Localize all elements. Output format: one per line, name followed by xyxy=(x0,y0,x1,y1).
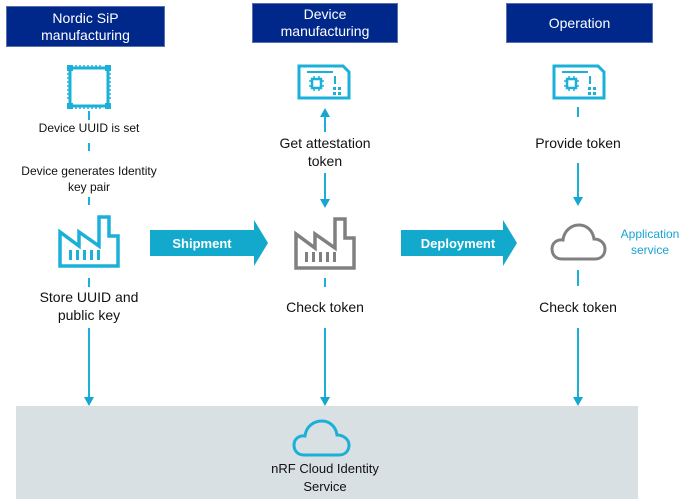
step-get-attestation-token: Get attestation token xyxy=(279,135,371,169)
cloud-icon xyxy=(292,419,351,457)
application-service-label: Application service xyxy=(620,227,680,257)
header-nordic-sip-manufacturing: Nordic SiP manufacturing xyxy=(6,6,165,47)
station-label-store-uuid: Store UUID and public key xyxy=(39,289,139,323)
connector-line xyxy=(577,270,579,286)
connector-line xyxy=(577,107,579,117)
arrow-down-icon xyxy=(320,397,330,406)
header-line: manufacturing xyxy=(280,23,370,39)
header-line: manufacturing xyxy=(41,26,130,43)
arrow-down-icon xyxy=(573,397,583,406)
device-board-icon xyxy=(552,64,606,100)
deployment-label: Deployment xyxy=(420,235,496,251)
label-line: nRF Cloud Identity xyxy=(271,461,379,476)
connector-line xyxy=(88,278,90,287)
header-device-manufacturing: Device manufacturing xyxy=(252,3,398,43)
flow-line-to-cloud xyxy=(88,328,90,398)
step-provide-token: Provide token xyxy=(535,135,621,151)
connector-line xyxy=(88,111,90,120)
flow-line-to-cloud xyxy=(577,328,579,398)
flow-line-to-cloud xyxy=(324,328,326,398)
arrow-down-icon xyxy=(573,197,583,206)
header-operation: Operation xyxy=(506,3,653,43)
factory-icon xyxy=(58,215,120,268)
connector-line xyxy=(577,163,579,197)
label-line: Service xyxy=(303,479,347,494)
station-label-check-token: Check token xyxy=(539,299,617,315)
header-line: Device xyxy=(303,6,347,22)
arrow-down-icon xyxy=(320,199,330,208)
device-board-icon xyxy=(297,64,351,100)
connector-line xyxy=(324,116,326,132)
connector-line xyxy=(88,197,90,205)
step-device-uuid-set: Device UUID is set xyxy=(38,121,140,135)
chip-icon xyxy=(67,65,111,109)
nrf-cloud-identity-service-label: nRF Cloud Identity Service xyxy=(240,460,410,496)
header-line: Nordic SiP xyxy=(52,9,119,26)
connector-line xyxy=(324,278,326,287)
step-generate-key-pair: Device generates Identity key pair xyxy=(21,164,157,194)
arrow-down-icon xyxy=(84,397,94,406)
connector-line xyxy=(324,173,326,199)
header-line: Operation xyxy=(548,14,611,31)
cloud-icon xyxy=(550,223,607,261)
shipment-label: Shipment xyxy=(172,235,232,251)
deployment-arrow xyxy=(401,220,517,266)
connector-line xyxy=(88,143,90,151)
arrow-up-icon xyxy=(320,108,330,117)
shipment-arrow xyxy=(150,220,268,266)
factory-icon xyxy=(294,217,356,270)
station-label-check-token: Check token xyxy=(286,299,364,315)
